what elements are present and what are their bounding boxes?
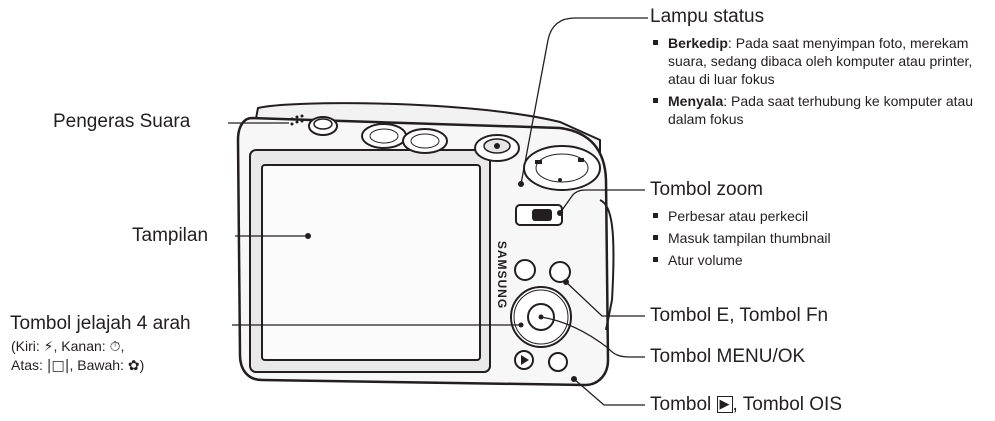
lampu-term-menyala: Menyala [668,93,724,109]
lampu-status-list: Berkedip: Pada saat menyimpan foto, mere… [650,34,990,132]
lcd-screen [261,164,481,361]
label-lampu-status: Lampu status [650,6,765,27]
timer-icon: ⏱ [109,339,121,355]
label-tombol-play-ois: Tombol ▶, Tombol OIS [650,394,843,415]
label-pengeras-suara: Pengeras Suara [53,111,191,132]
label-tombol-menu-ok: Tombol MENU/OK [650,346,806,367]
lampu-desc-berkedip: : Pada saat menyimpan foto, merekam suar… [668,35,973,87]
top-dial-left [361,123,407,149]
jelajah-left-text: (Kiri: [11,338,44,354]
leader-lines [228,17,648,406]
camera-grip [599,199,615,331]
jelajah-detail-line2: Atas: |□|, Bawah: ✿) [11,356,144,375]
jelajah-down-text: , Bawah: [69,357,128,373]
mode-dial[interactable] [523,145,601,191]
play-icon: ▶ [716,396,733,413]
lampu-status-item: Menyala: Pada saat terhubung ke komputer… [650,92,990,128]
jelajah-up-text: Atas: [11,357,47,373]
ois-button[interactable] [548,352,568,372]
jelajah-detail-line1: (Kiri: ⚡, Kanan: ⏱, [11,337,124,356]
lampu-desc-menyala: : Pada saat terhubung ke komputer atau d… [668,93,974,127]
flash-icon: ⚡ [43,339,54,355]
label-tombol-ois: , Tombol OIS [732,394,843,415]
brand-logo: SAMSUNG [495,241,509,309]
macro-flower-icon: ✿ [127,358,140,374]
display-icon: |□| [46,358,70,374]
label-tampilan: Tampilan [132,225,209,246]
speaker-grille [290,114,304,126]
e-button[interactable] [514,259,536,281]
top-dial-right [402,128,448,154]
fn-button[interactable] [549,261,571,283]
jelajah-right-text: , Kanan: [53,338,110,354]
zoom-item: Atur volume [650,251,950,269]
lampu-status-item: Berkedip: Pada saat menyimpan foto, mere… [650,34,990,88]
label-tombol-zoom: Tombol zoom [650,179,763,200]
zoom-item: Perbesar atau perkecil [650,207,950,225]
jelajah-line2-suffix: ) [139,357,145,373]
zoom-item: Masuk tampilan thumbnail [650,229,950,247]
label-tombol-jelajah: Tombol jelajah 4 arah [10,313,191,334]
lampu-term-berkedip: Berkedip [668,35,728,51]
label-tombol-e-fn: Tombol E, Tombol Fn [650,305,829,326]
zoom-list: Perbesar atau perkecil Masuk tampilan th… [650,207,950,273]
jelajah-line1-suffix: , [120,338,125,354]
